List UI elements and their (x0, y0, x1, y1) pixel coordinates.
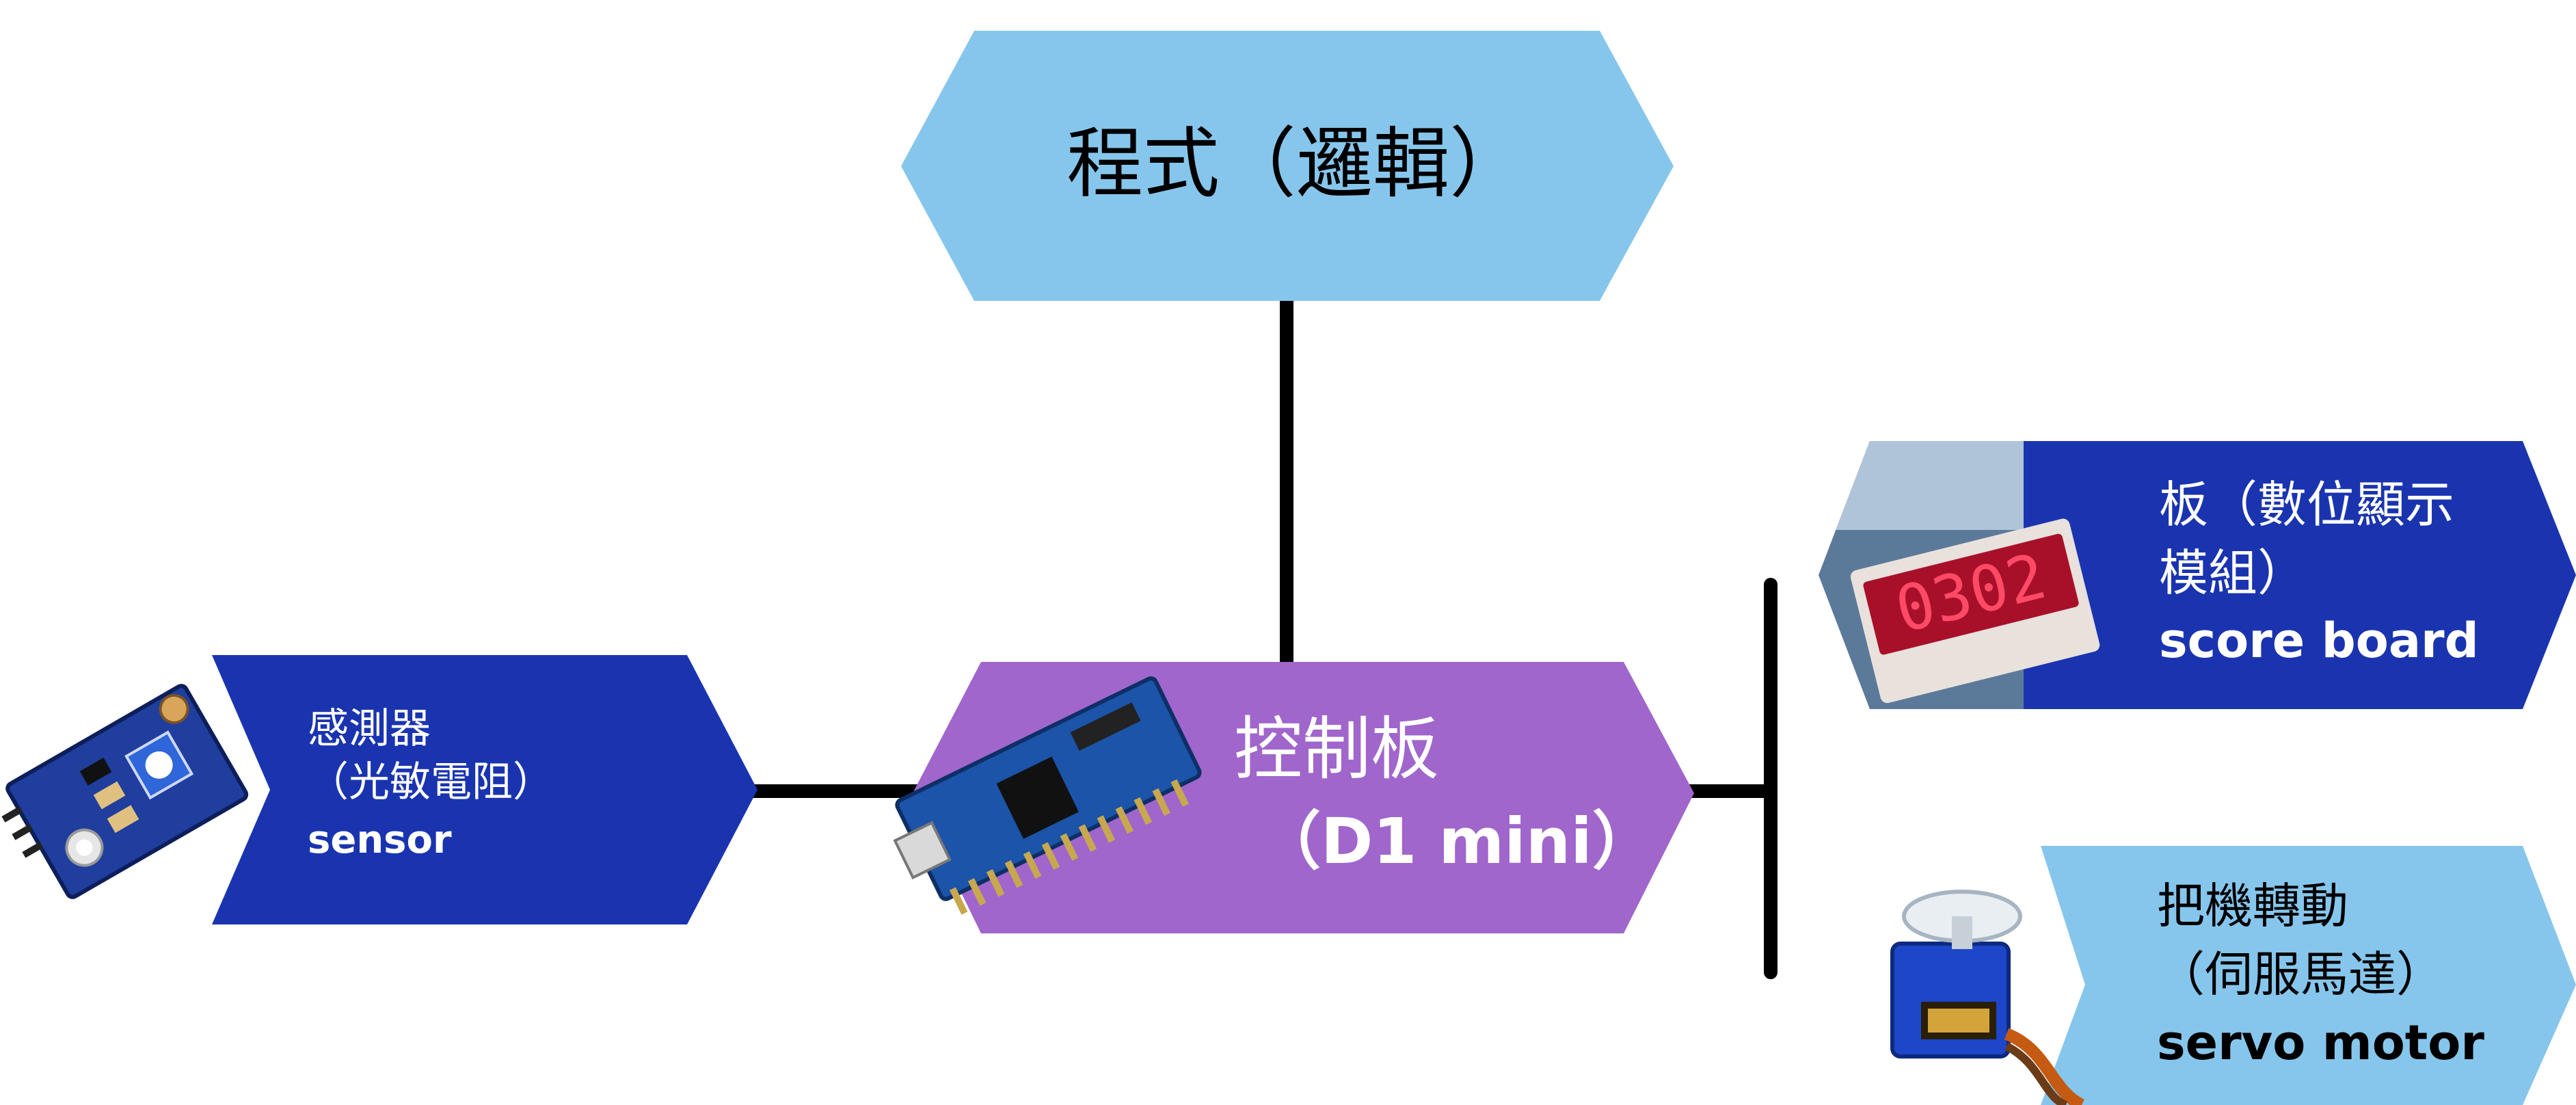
display-node-label-cn-2: 模組） (2159, 544, 2307, 602)
motor-node-label-sub: （伺服馬達） (2157, 946, 2444, 1002)
servo-motor-image (1890, 890, 2085, 1105)
display-node-label-en: score board (2159, 613, 2479, 669)
sensor-node-label-cn: 感測器 (308, 705, 431, 753)
light-sensor-module-image (1, 684, 249, 899)
display-node-label-cn-1: 板（數位顯示 (2159, 476, 2455, 533)
sensor-node-label-en: sensor (308, 818, 452, 862)
display-node-shape (1948, 441, 2576, 709)
sensor-node-shape (212, 655, 757, 924)
motor-node-label-cn: 把機轉動 (2157, 878, 2348, 934)
controller-node-label-cn: 控制板 (1234, 709, 1439, 789)
score-board-image: 0302 (1819, 441, 2100, 709)
motor-node-shape (2041, 846, 2576, 1105)
program-node-shape (901, 31, 1674, 301)
motor-node-label-en: servo motor (2157, 1015, 2484, 1071)
sensor-node-label-sub: （光敏電阻） (308, 758, 554, 806)
controller-node-label-en: （D1 mini） (1258, 805, 1655, 878)
program-node-label: 程式（邏輯） (1066, 120, 1526, 209)
arduino-nano-board-image (893, 676, 1202, 915)
